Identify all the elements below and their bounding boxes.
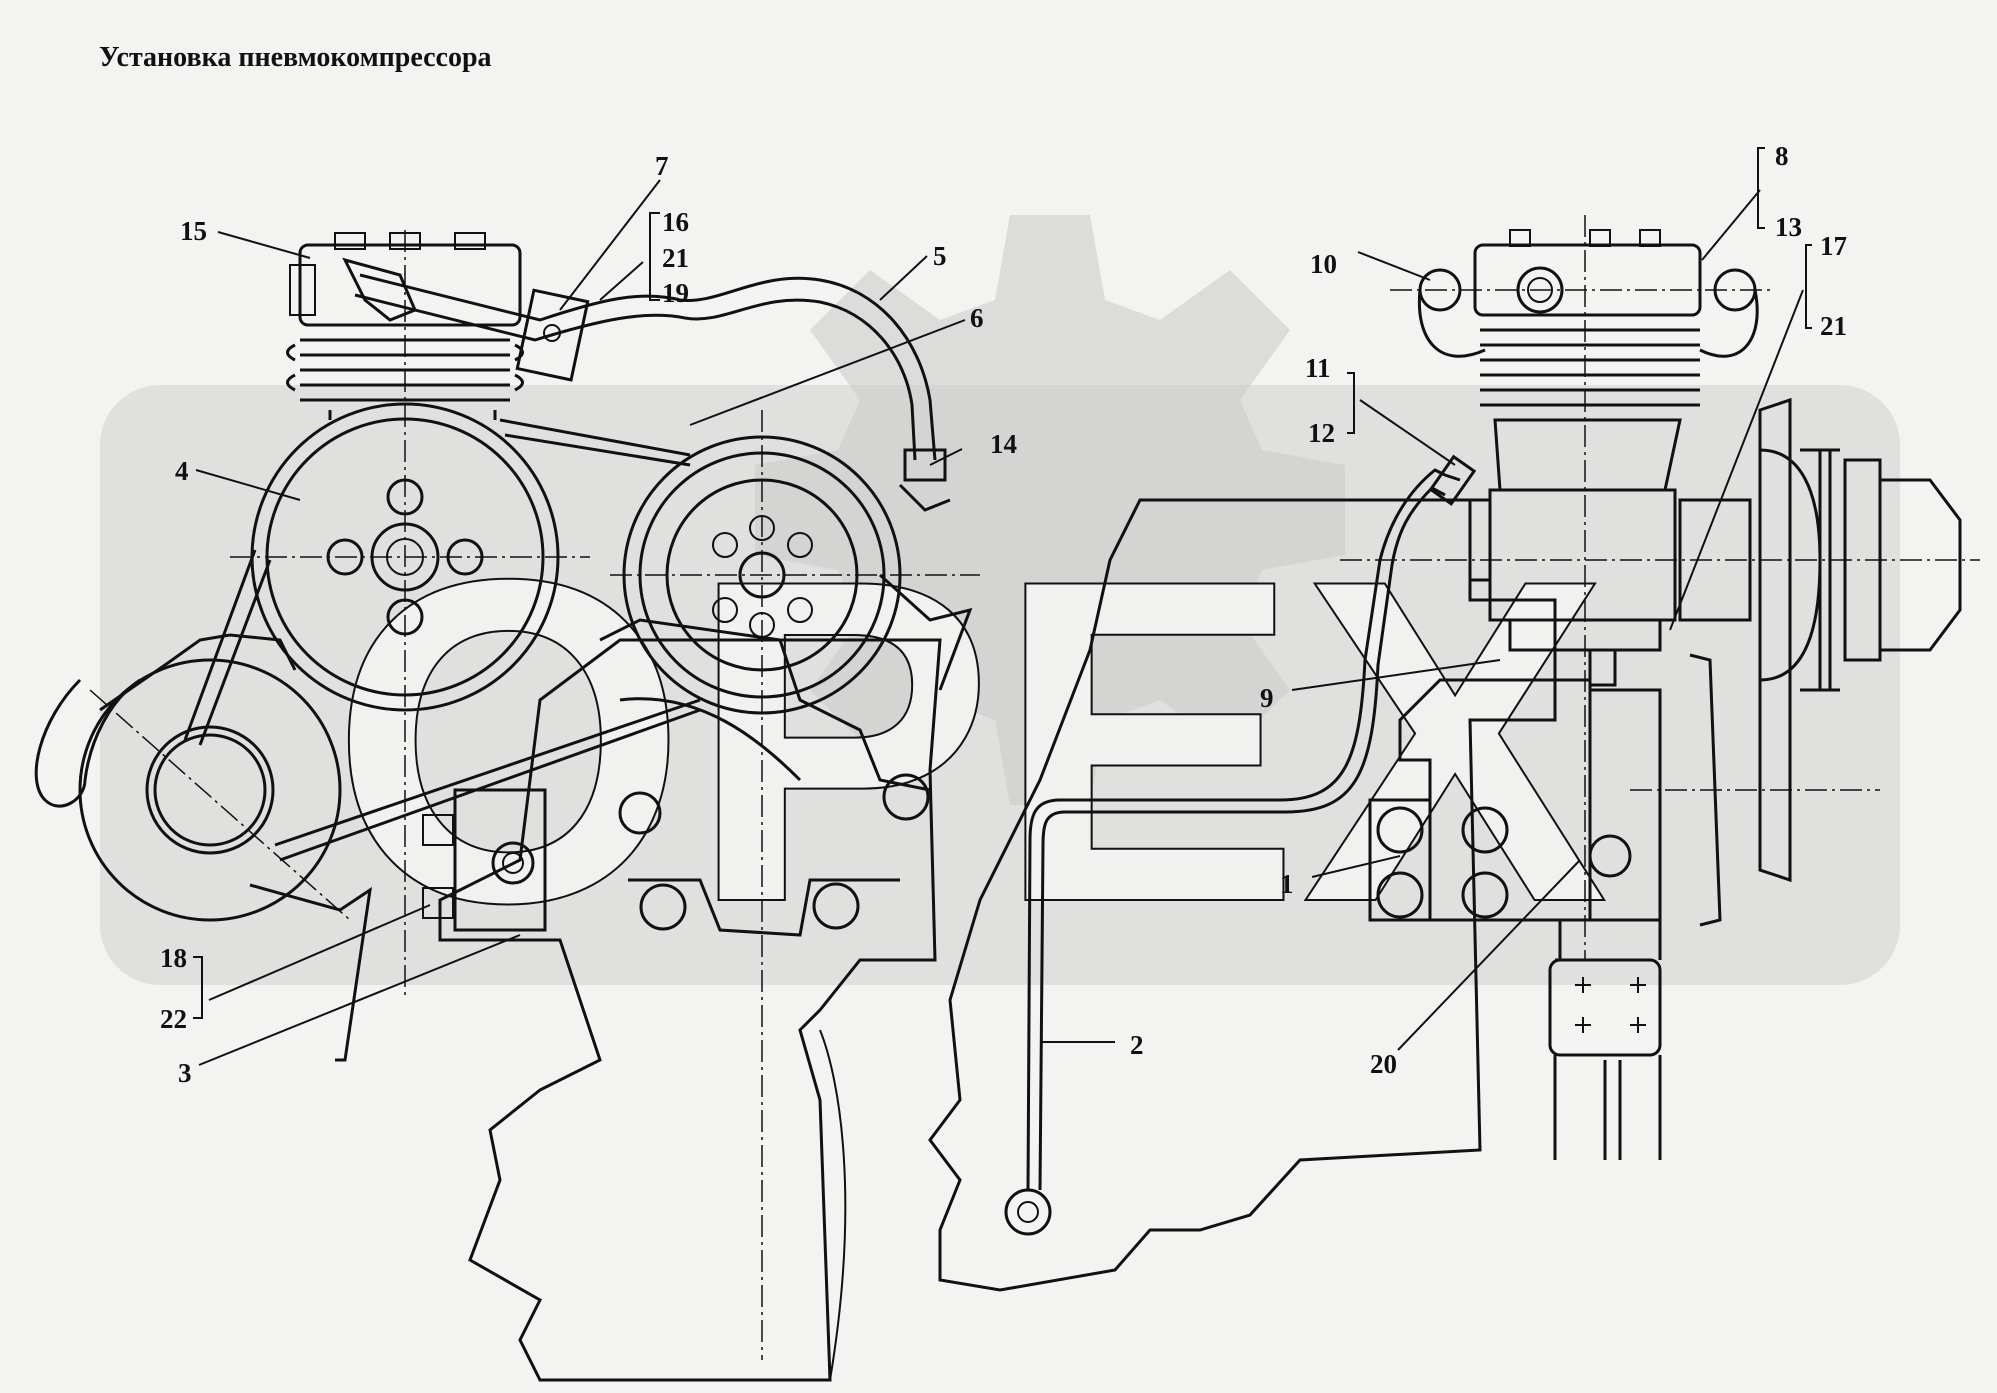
callout-9: 9 [1260, 683, 1274, 713]
callout-16: 16 [662, 207, 689, 237]
callout-21-right: 21 [1820, 311, 1847, 341]
callout-1: 1 [1280, 869, 1294, 899]
callout-5: 5 [933, 241, 947, 271]
callout-13: 13 [1775, 212, 1802, 242]
callout-15: 15 [180, 216, 207, 246]
watermark: OPEX [100, 215, 1900, 999]
callout-20: 20 [1370, 1049, 1397, 1079]
left-alternator [34, 633, 372, 1062]
callout-22: 22 [160, 1004, 187, 1034]
callout-12: 12 [1308, 418, 1335, 448]
callout-21-left: 21 [662, 243, 689, 273]
leader-lines [193, 147, 1812, 1066]
callout-14: 14 [990, 429, 1017, 459]
callout-3: 3 [178, 1058, 192, 1088]
callout-8: 8 [1775, 141, 1789, 171]
callout-18: 18 [160, 943, 187, 973]
callout-labels: 1 2 3 4 5 6 7 8 9 10 11 12 13 14 15 16 1… [160, 141, 1847, 1088]
callout-11: 11 [1305, 353, 1331, 383]
callout-19: 19 [662, 278, 689, 308]
callout-2: 2 [1130, 1030, 1144, 1060]
callout-17: 17 [1820, 231, 1847, 261]
centerlines [89, 215, 1980, 1360]
air-pipe-5 [342, 257, 951, 512]
left-view-engine [422, 618, 942, 1382]
callout-10: 10 [1310, 249, 1337, 279]
callout-7: 7 [655, 151, 669, 181]
right-view-engine [928, 498, 1557, 1292]
diagram-title: Установка пневмокомпрессора [99, 42, 492, 73]
callout-6: 6 [970, 303, 984, 333]
right-compressor [1417, 229, 1962, 927]
watermark-text: OPEX [330, 485, 1610, 998]
callout-4: 4 [175, 456, 189, 486]
right-mount-bracket [1368, 648, 1662, 1160]
drive-belt [183, 418, 701, 862]
air-pipe-2 [1004, 454, 1477, 1236]
